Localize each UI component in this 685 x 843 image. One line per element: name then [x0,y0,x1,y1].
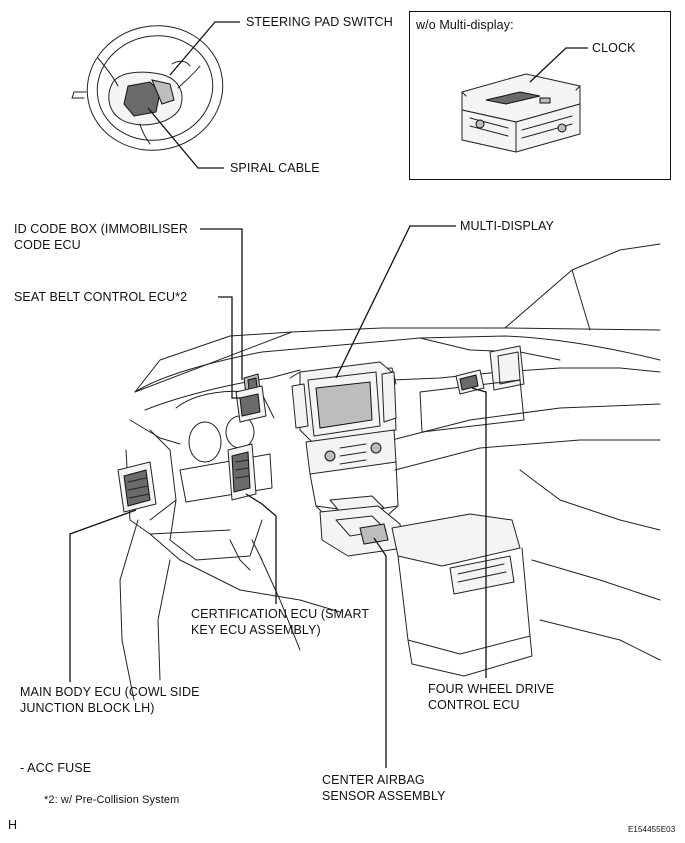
steering-wheel-illustration [71,25,224,151]
label-clock: CLOCK [592,41,636,55]
certification-ecu-module [227,443,257,501]
note-footnote: *2: w/ Pre-Collision System [44,794,180,806]
label-center-airbag-line1: CENTER AIRBAG [322,773,425,787]
inset-box-without-multi-display [409,11,671,180]
inset-title: w/o Multi-display: [416,18,514,32]
label-id-code-box-line2: CODE ECU [14,238,81,252]
clock-leader-line [529,47,588,83]
label-certification-ecu-line2: KEY ECU ASSEMBLY) [191,623,321,637]
clock-illustration [461,73,581,153]
main-body-ecu-module [117,461,157,513]
label-four-wheel-drive-line2: CONTROL ECU [428,698,520,712]
label-steering-pad-switch: STEERING PAD SWITCH [246,15,393,29]
seat-belt-control-ecu-module [235,385,267,423]
four-wheel-drive-ecu-module [455,369,485,395]
label-id-code-box-line1: ID CODE BOX (IMMOBILISER [14,222,188,236]
label-main-body-ecu-line1: MAIN BODY ECU (COWL SIDE [20,685,200,699]
main-leader-lines [69,225,487,768]
label-center-airbag-line2: SENSOR ASSEMBLY [322,789,446,803]
figure-code: E154455E03 [628,825,676,834]
label-seat-belt-control-ecu: SEAT BELT CONTROL ECU*2 [14,290,188,304]
label-certification-ecu-line1: CERTIFICATION ECU (SMART [191,607,370,621]
label-main-body-ecu-line2: JUNCTION BLOCK LH) [20,701,155,715]
note-acc-fuse: - ACC FUSE [20,761,92,775]
label-multi-display: MULTI-DISPLAY [460,219,554,233]
center-airbag-sensor-module [359,523,389,545]
label-four-wheel-drive-line1: FOUR WHEEL DRIVE [428,682,555,696]
corner-letter: H [8,818,18,832]
label-spiral-cable: SPIRAL CABLE [230,161,320,175]
dashboard-illustration [119,243,661,701]
steering-leader-lines [147,21,240,169]
